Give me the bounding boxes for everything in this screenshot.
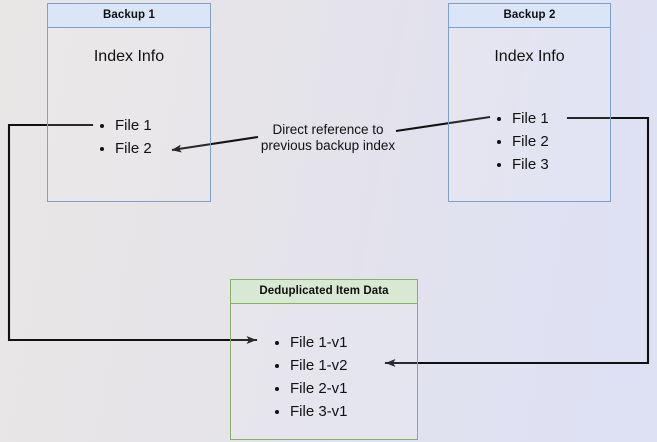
node-backup-2[interactable]: Backup 2 Index Info File 1 File 2 File 3	[448, 3, 611, 202]
list-item: File 3-v1	[273, 400, 348, 423]
node-backup-1-header: Backup 1	[48, 4, 210, 28]
backup-2-file-list: File 1 File 2 File 3	[495, 107, 549, 176]
list-item: File 1-v1	[273, 331, 348, 354]
node-backup-2-body: Index Info File 1 File 2 File 3	[449, 28, 610, 201]
list-item: File 1-v2	[273, 354, 348, 377]
list-item: File 2	[495, 130, 549, 153]
backup-1-file-list: File 1 File 2	[98, 114, 152, 160]
node-deduplicated-item-data[interactable]: Deduplicated Item Data File 1-v1 File 1-…	[230, 279, 418, 440]
node-backup-1[interactable]: Backup 1 Index Info File 1 File 2	[47, 3, 211, 202]
node-backup-1-body: Index Info File 1 File 2	[48, 28, 210, 201]
node-dedup-body: File 1-v1 File 1-v2 File 2-v1 File 3-v1	[231, 304, 417, 439]
backup-2-index-label: Index Info	[494, 48, 565, 65]
list-item: File 1	[495, 107, 549, 130]
annotation-direct-reference: Direct reference to previous backup inde…	[260, 122, 396, 153]
dedup-file-list: File 1-v1 File 1-v2 File 2-v1 File 3-v1	[273, 331, 348, 423]
node-backup-2-header: Backup 2	[449, 4, 610, 28]
list-item: File 2-v1	[273, 377, 348, 400]
list-item: File 2	[98, 137, 152, 160]
list-item: File 1	[98, 114, 152, 137]
list-item: File 3	[495, 153, 549, 176]
node-dedup-header: Deduplicated Item Data	[231, 280, 417, 304]
backup-1-index-label: Index Info	[93, 48, 165, 65]
